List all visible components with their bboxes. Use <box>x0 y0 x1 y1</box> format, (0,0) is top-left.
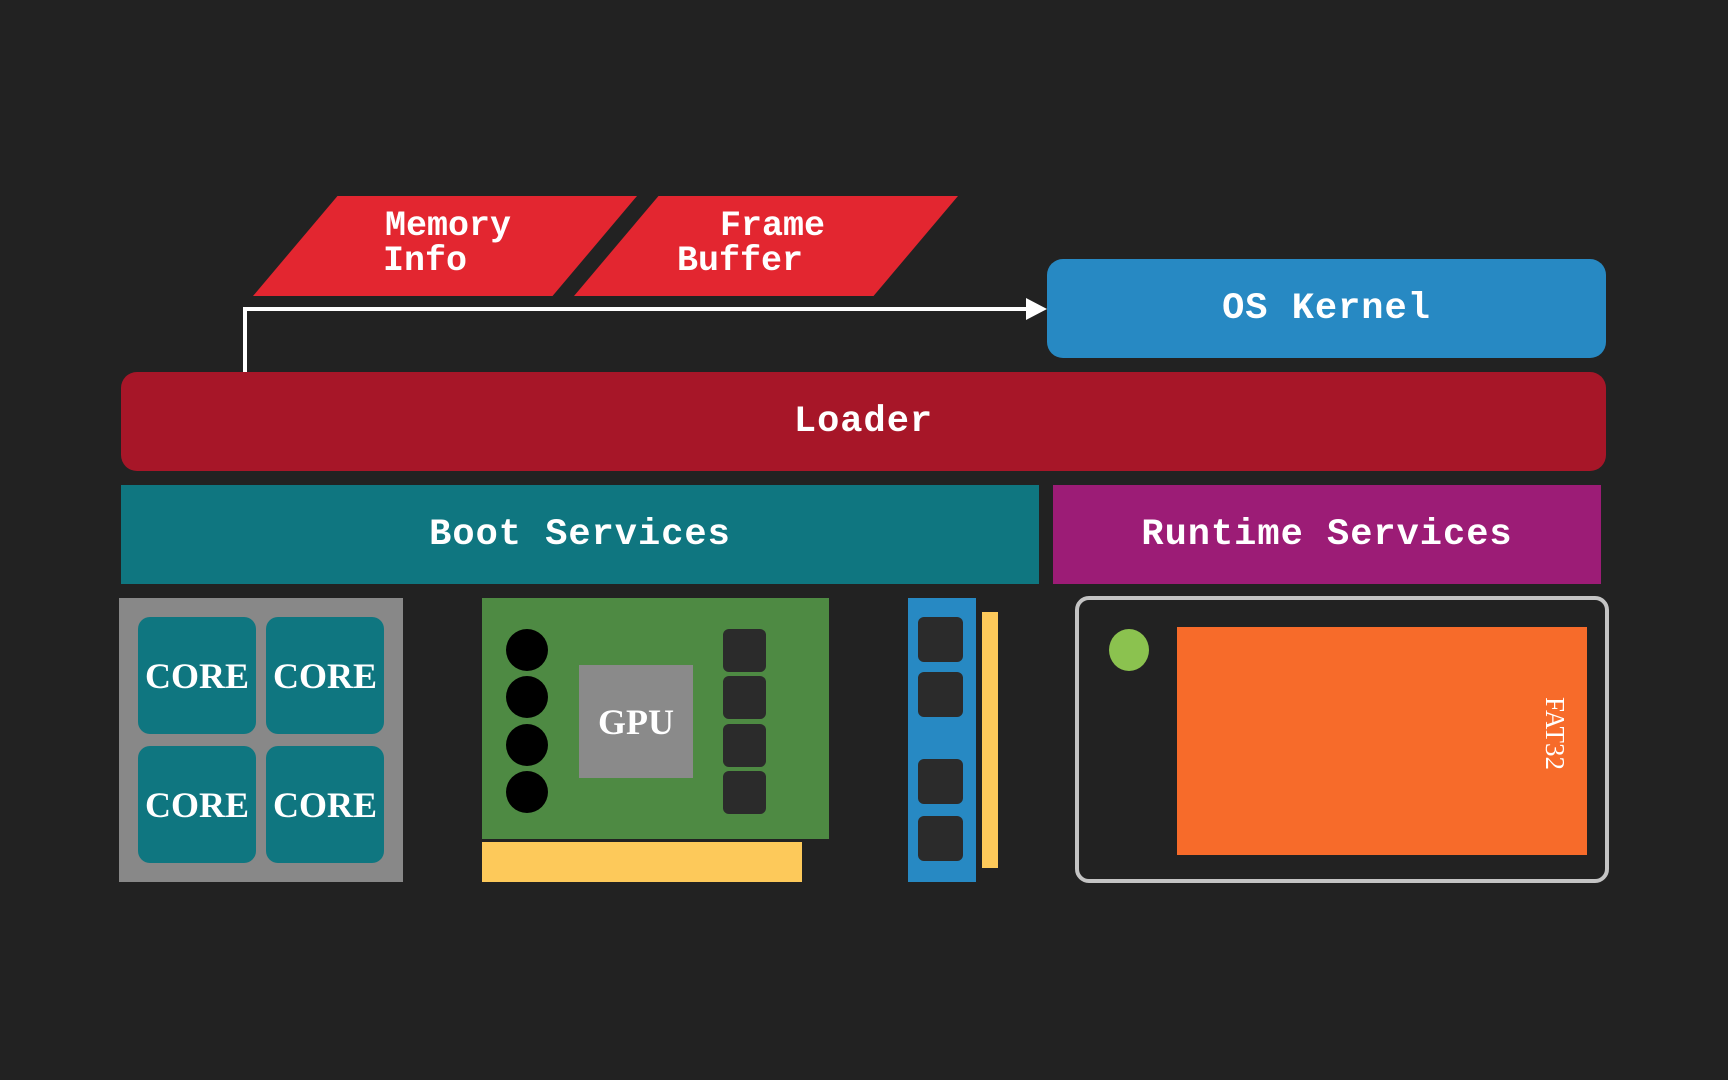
disk-drive: FAT32 <box>1075 596 1609 883</box>
ram-stick <box>908 598 976 882</box>
gpu-card: GPU <box>482 598 829 839</box>
cpu-package: CORE CORE CORE CORE <box>119 598 403 882</box>
loader-label: Loader <box>793 400 934 443</box>
fat32-partition: FAT32 <box>1177 627 1587 855</box>
gpu-connector <box>482 842 802 882</box>
memory-info-block: Memory Info <box>253 196 637 296</box>
frame-buffer-block: Frame Buffer <box>574 196 958 296</box>
ram-chip-1 <box>918 617 963 662</box>
gpu-vram-1 <box>723 629 766 672</box>
gpu-port-3 <box>506 724 548 766</box>
arrow-line <box>243 307 1028 372</box>
gpu-vram-2 <box>723 676 766 719</box>
ram-connector <box>982 612 998 868</box>
gpu-label: GPU <box>598 701 674 742</box>
disk-led <box>1109 629 1149 671</box>
cpu-core-3: CORE <box>138 746 256 863</box>
gpu-port-2 <box>506 676 548 718</box>
boot-services-label: Boot Services <box>429 513 731 556</box>
memory-info-line1: Memory <box>385 206 512 246</box>
frame-buffer-line1: Frame <box>720 206 826 246</box>
runtime-services-block: Runtime Services <box>1053 485 1601 584</box>
ram-chip-3 <box>918 759 963 804</box>
gpu-chip: GPU <box>579 665 693 778</box>
frame-buffer-line2: Buffer <box>677 241 804 281</box>
ram-chip-4 <box>918 816 963 861</box>
gpu-port-4 <box>506 771 548 813</box>
runtime-services-label: Runtime Services <box>1141 513 1513 556</box>
gpu-port-1 <box>506 629 548 671</box>
cpu-core-4: CORE <box>266 746 384 863</box>
cpu-core-1: CORE <box>138 617 256 734</box>
arrow-head-icon <box>1026 298 1047 320</box>
memory-info-line2: Info <box>383 241 468 281</box>
fat32-label: FAT32 <box>1540 697 1570 771</box>
loader-block: Loader <box>121 372 1606 471</box>
gpu-vram-4 <box>723 771 766 814</box>
os-kernel-block: OS Kernel <box>1047 259 1606 358</box>
boot-services-block: Boot Services <box>121 485 1039 584</box>
gpu-vram-3 <box>723 724 766 767</box>
cpu-core-2: CORE <box>266 617 384 734</box>
os-kernel-label: OS Kernel <box>1222 287 1431 330</box>
ram-chip-2 <box>918 672 963 717</box>
